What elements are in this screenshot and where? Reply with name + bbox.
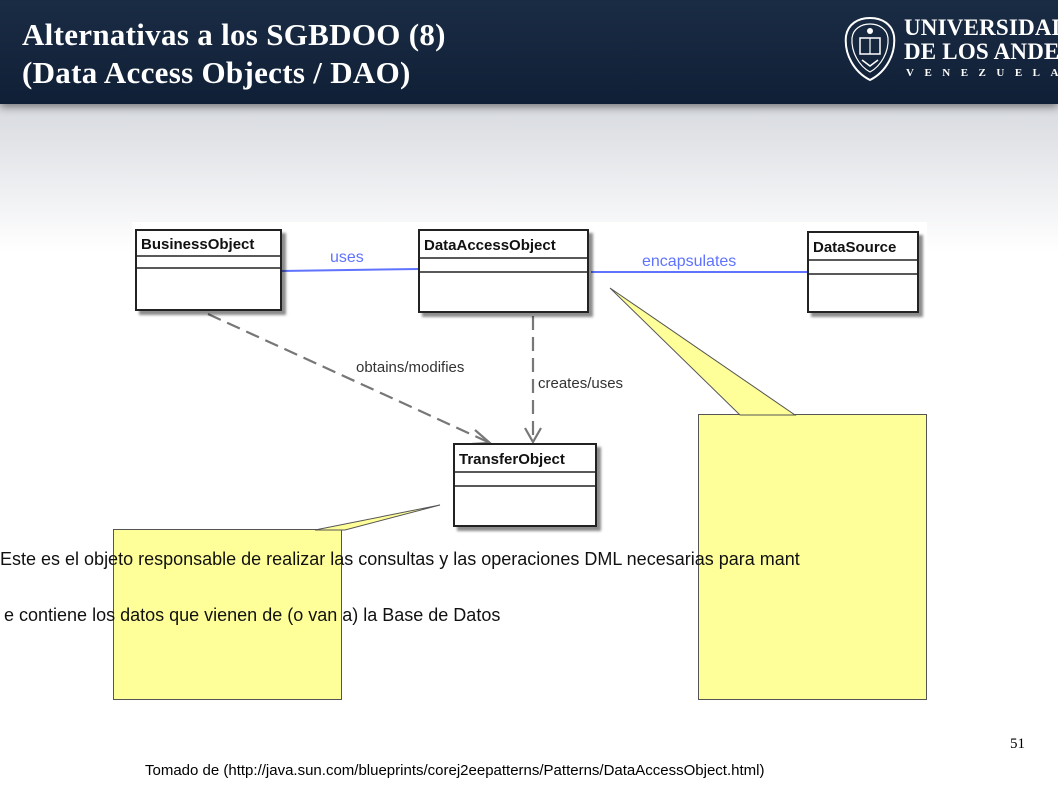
transfer-object-class: [453, 443, 597, 527]
dao-callout: [698, 414, 927, 700]
obtains-modifies-arrowhead: [471, 429, 493, 446]
data-source-class: [807, 231, 919, 313]
slide-header: Alternativas a los SGBDOO (8) (Data Acce…: [0, 0, 1058, 104]
transfer-callout-text: e contiene los datos que vienen de (o va…: [4, 605, 501, 625]
logo-name-line-2: DE LOS ANDES: [904, 39, 1058, 64]
obtains-modifies-dependency: [207, 312, 489, 444]
diagram-canvas: uses encapsulates obtains/modifies creat…: [135, 229, 919, 527]
uses-association-line: [280, 268, 420, 272]
source-citation: Tomado de (http://java.sun.com/blueprint…: [145, 762, 765, 779]
creates-uses-label: creates/uses: [538, 375, 623, 392]
creates-uses-arrowhead: [524, 427, 542, 445]
dao-class-diagram: uses encapsulates obtains/modifies creat…: [132, 222, 927, 537]
transfer-object-callout: [113, 529, 342, 700]
logo-name-line-1: UNIVERSIDAD: [904, 15, 1058, 40]
university-seal-icon: [844, 16, 896, 82]
page-number: 51: [1010, 736, 1025, 752]
data-access-object-name: DataAccessObject: [424, 237, 556, 254]
uses-label: uses: [330, 249, 364, 266]
data-source-name: DataSource: [813, 239, 896, 256]
business-object-name: BusinessObject: [141, 236, 254, 253]
obtains-modifies-label: obtains/modifies: [356, 359, 464, 376]
logo-country: VENEZUELA: [906, 67, 1058, 79]
transfer-object-name: TransferObject: [459, 451, 565, 468]
university-logo: UNIVERSIDAD DE LOS ANDES VENEZUELA: [840, 14, 1058, 88]
business-object-class: [135, 229, 282, 311]
data-access-object-class: [418, 229, 589, 313]
title-line-1: Alternativas a los SGBDOO (8): [22, 17, 446, 52]
encapsulates-label: encapsulates: [642, 253, 736, 270]
title-line-2: (Data Access Objects / DAO): [22, 55, 411, 90]
dao-callout-text: Este es el objeto responsable de realiza…: [0, 549, 800, 569]
logo-name: UNIVERSIDAD DE LOS ANDES: [904, 16, 1058, 64]
slide-title: Alternativas a los SGBDOO (8) (Data Acce…: [22, 16, 446, 92]
